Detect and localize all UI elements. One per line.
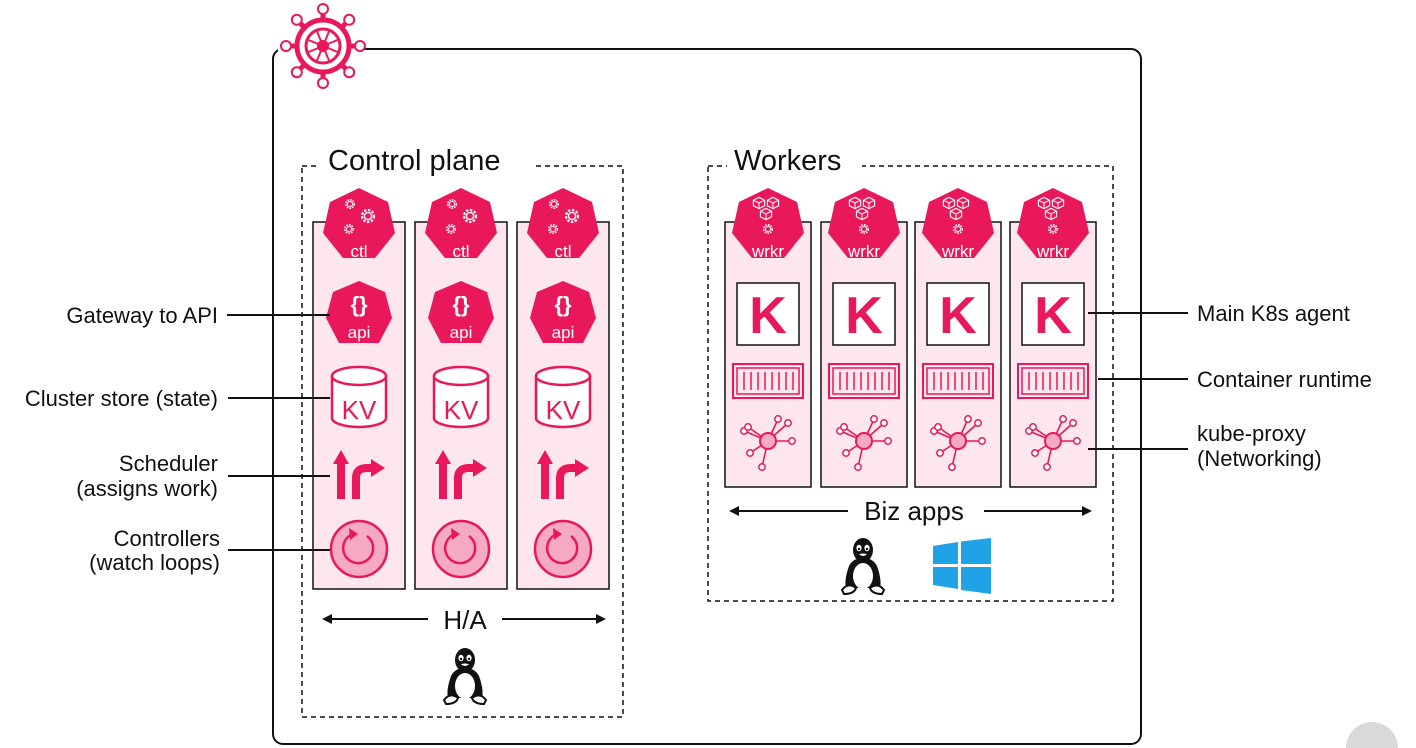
wrkr-label: wrkr xyxy=(1036,242,1069,261)
network-hub-icon xyxy=(930,415,986,471)
controllers-sublabel: (watch loops) xyxy=(89,550,220,575)
ctl-label: ctl xyxy=(555,242,572,261)
ha-arrow xyxy=(322,614,606,624)
gateway-label: Gateway to API xyxy=(66,303,218,328)
linux-penguin-icon xyxy=(443,647,487,705)
braces-icon: {} xyxy=(452,292,470,317)
k8s-agent-icon: K xyxy=(845,287,883,345)
api-label: api xyxy=(552,323,575,342)
container-icon xyxy=(922,363,994,399)
loop-icon xyxy=(533,519,593,579)
database-icon xyxy=(534,365,592,429)
braces-icon: {} xyxy=(350,292,368,317)
controllers-label: Controllers xyxy=(114,526,220,551)
k8s-agent-icon: K xyxy=(1034,287,1072,345)
biz-apps-label: Biz apps xyxy=(864,496,964,526)
container-icon xyxy=(732,363,804,399)
network-hub-icon xyxy=(1025,415,1081,471)
ctl-label: ctl xyxy=(351,242,368,261)
wrkr-label: wrkr xyxy=(847,242,880,261)
api-label: api xyxy=(348,323,371,342)
container-icon xyxy=(1017,363,1089,399)
control-plane-group xyxy=(301,165,624,718)
workers-title: Workers xyxy=(734,145,841,177)
workers-group xyxy=(707,165,1114,602)
kv-label: KV xyxy=(546,395,581,425)
network-hub-icon xyxy=(836,415,892,471)
helm-wheel-icon xyxy=(280,3,366,89)
k8s-agent-icon: K xyxy=(749,287,787,345)
container-icon xyxy=(828,363,900,399)
kube-proxy-label: kube-proxy xyxy=(1197,421,1306,446)
wrkr-label: wrkr xyxy=(751,242,784,261)
database-icon xyxy=(330,365,388,429)
corner-badge xyxy=(1346,722,1398,748)
windows-logo-icon xyxy=(933,538,991,594)
container-runtime-label: Container runtime xyxy=(1197,367,1372,392)
k8s-agent-icon: K xyxy=(939,287,977,345)
loop-icon xyxy=(431,519,491,579)
cluster-store-label: Cluster store (state) xyxy=(25,386,218,411)
network-hub-icon xyxy=(740,415,796,471)
braces-icon: {} xyxy=(554,292,572,317)
scheduler-sublabel: (assigns work) xyxy=(76,476,218,501)
cluster-frame xyxy=(272,48,1142,745)
split-arrow-icon xyxy=(537,450,589,499)
database-icon xyxy=(432,365,490,429)
api-label: api xyxy=(450,323,473,342)
ha-label: H/A xyxy=(443,605,487,635)
biz-apps-arrow xyxy=(729,506,1092,516)
split-arrow-icon xyxy=(333,450,385,499)
kv-label: KV xyxy=(444,395,479,425)
split-arrow-icon xyxy=(435,450,487,499)
kube-proxy-sublabel: (Networking) xyxy=(1197,446,1322,471)
scheduler-label: Scheduler xyxy=(119,451,218,476)
loop-icon xyxy=(329,519,389,579)
ctl-label: ctl xyxy=(453,242,470,261)
k8s-agent-label: Main K8s agent xyxy=(1197,301,1350,326)
left-callouts xyxy=(227,314,330,551)
kv-label: KV xyxy=(342,395,377,425)
wrkr-label: wrkr xyxy=(941,242,974,261)
right-callouts xyxy=(1088,312,1188,450)
linux-penguin-icon xyxy=(841,537,885,595)
control-plane-title: Control plane xyxy=(328,145,501,177)
